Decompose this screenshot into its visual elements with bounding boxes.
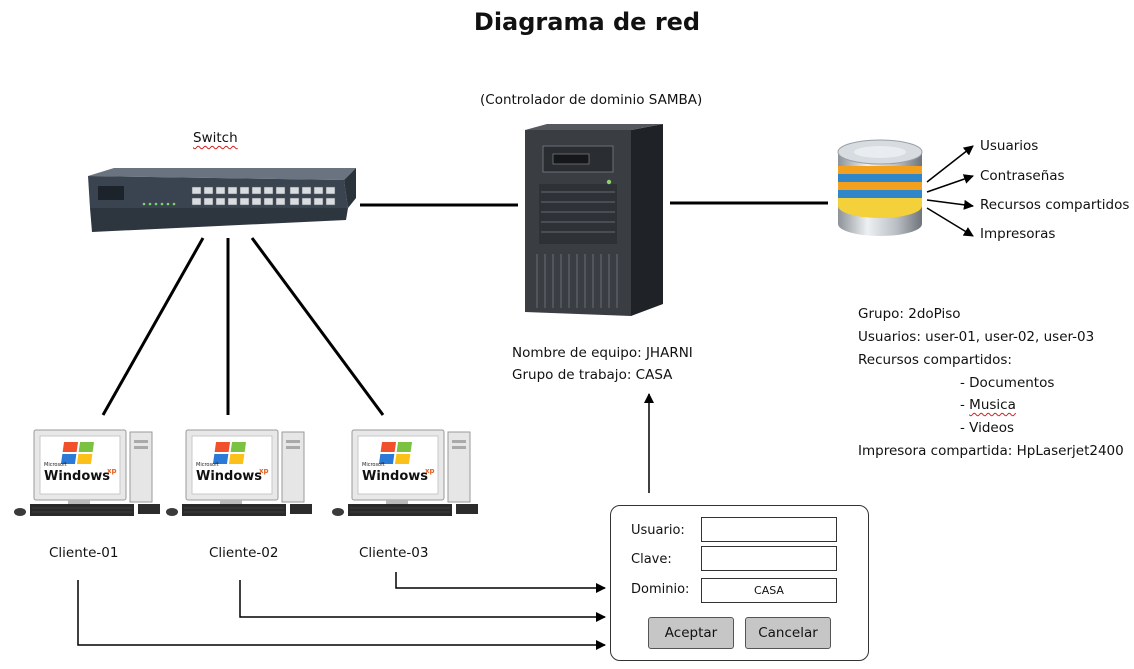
password-label: Clave: — [631, 552, 672, 567]
database-icon — [837, 139, 923, 236]
info-printer: Impresora compartida: HpLaserjet2400 — [858, 443, 1124, 459]
login-dialog: Usuario: Clave: Dominio: CASA Aceptar Ca… — [610, 505, 869, 661]
info-resource-musica: - Musica — [960, 397, 1016, 413]
db-item-contrasenas: Contraseñas — [980, 168, 1065, 184]
server-hostname: Nombre de equipo: JHARNI — [512, 345, 693, 361]
info-resource-documentos: - Documentos — [960, 375, 1055, 391]
windows-xp-text: xp — [259, 467, 269, 475]
windows-xp-text: xp — [107, 467, 117, 475]
windows-brand-text: Windows — [196, 469, 262, 484]
db-arrow-impresoras — [926, 207, 974, 237]
switch-label: Switch — [193, 130, 238, 146]
info-group: Grupo: 2doPiso — [858, 306, 961, 322]
info-resource-dash: - — [960, 397, 970, 413]
password-input[interactable] — [701, 546, 837, 571]
db-arrow-contrasenas — [926, 174, 974, 193]
info-resource-musica-text: Musica — [969, 397, 1016, 413]
client-03-computer-icon: Microsoft Windows xp — [332, 429, 478, 516]
client-03-label: Cliente-03 — [359, 545, 429, 561]
windows-brand-text: Windows — [362, 469, 428, 484]
client-03-login-arrow — [395, 572, 606, 593]
info-users: Usuarios: user-01, user-02, user-03 — [858, 329, 1095, 345]
info-resource-videos: - Videos — [960, 420, 1015, 436]
db-arrow-usuarios — [926, 145, 974, 183]
switch-icon — [88, 168, 356, 232]
switch-client-01-link — [101, 237, 205, 416]
windows-xp-text: xp — [425, 467, 435, 475]
client-02-computer-icon: Microsoft Windows xp — [166, 429, 312, 516]
domain-input[interactable]: CASA — [701, 578, 837, 603]
switch-client-03-link — [250, 237, 385, 416]
db-item-recursos: Recursos compartidos — [980, 197, 1130, 213]
info-resources-header: Recursos compartidos: — [858, 352, 1012, 368]
db-arrow-recursos — [926, 199, 974, 210]
accept-button[interactable]: Aceptar — [648, 617, 734, 649]
server-tower-icon — [525, 124, 663, 316]
windows-maker-text: Microsoft — [196, 462, 219, 468]
server-workgroup: Grupo de trabajo: CASA — [512, 367, 673, 383]
username-input[interactable] — [701, 517, 837, 542]
cancel-button[interactable]: Cancelar — [745, 617, 831, 649]
diagram-title: Diagrama de red — [473, 8, 701, 36]
client-01-computer-icon: Microsoft Windows xp — [14, 429, 160, 516]
server-role-label: (Controlador de dominio SAMBA) — [480, 92, 703, 108]
username-label: Usuario: — [631, 523, 685, 538]
db-item-usuarios: Usuarios — [980, 138, 1039, 154]
db-item-impresoras: Impresoras — [980, 226, 1056, 242]
windows-maker-text: Microsoft — [362, 462, 385, 468]
windows-maker-text: Microsoft — [44, 462, 67, 468]
client-02-label: Cliente-02 — [209, 545, 279, 561]
client-02-login-arrow — [239, 580, 606, 622]
domain-label: Dominio: — [631, 582, 690, 597]
client-01-login-arrow — [77, 580, 606, 650]
windows-brand-text: Windows — [44, 469, 110, 484]
client-01-label: Cliente-01 — [49, 545, 119, 561]
